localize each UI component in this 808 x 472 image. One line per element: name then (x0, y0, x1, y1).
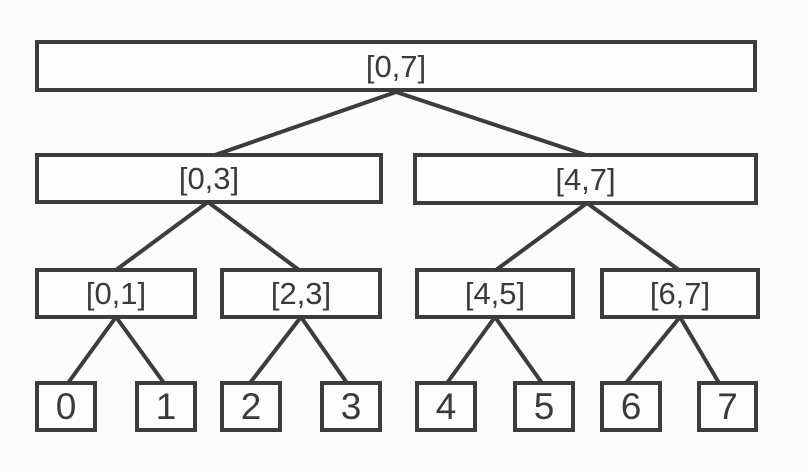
tree-node-0-3: [0,3] (35, 153, 383, 204)
edge-6-7-to-leaf-6 (624, 315, 682, 385)
edge-0-1-to-leaf-0 (66, 315, 118, 385)
leaf-node-0: 0 (35, 381, 97, 432)
edge-root-to-4-7 (395, 90, 587, 157)
leaf-node-6: 6 (600, 381, 662, 432)
edge-0-3-to-0-1 (114, 200, 210, 272)
tree-node-2-3: [2,3] (220, 268, 382, 319)
tree-node-4-7: [4,7] (413, 153, 758, 205)
edge-4-5-to-leaf-5 (493, 315, 544, 385)
edge-0-3-to-2-3 (206, 200, 301, 272)
edge-4-5-to-leaf-4 (445, 315, 497, 385)
tree-node-6-7: [6,7] (600, 268, 760, 319)
edge-root-to-0-3 (214, 90, 397, 157)
leaf-node-2: 2 (220, 381, 282, 432)
edge-0-1-to-leaf-1 (114, 315, 166, 385)
leaf-node-4: 4 (415, 381, 477, 432)
leaf-node-1: 1 (135, 381, 197, 432)
edge-6-7-to-leaf-7 (678, 315, 721, 385)
edge-2-3-to-leaf-2 (248, 315, 303, 385)
tree-node-0-7: [0,7] (35, 40, 757, 92)
edge-4-7-to-4-5 (494, 201, 589, 272)
leaf-node-5: 5 (513, 381, 575, 432)
leaf-node-7: 7 (697, 381, 758, 432)
leaf-node-3: 3 (320, 381, 382, 432)
edge-2-3-to-leaf-3 (299, 315, 349, 385)
tree-node-0-1: [0,1] (35, 268, 197, 319)
tree-node-4-5: [4,5] (415, 268, 575, 319)
edge-4-7-to-6-7 (585, 201, 681, 272)
